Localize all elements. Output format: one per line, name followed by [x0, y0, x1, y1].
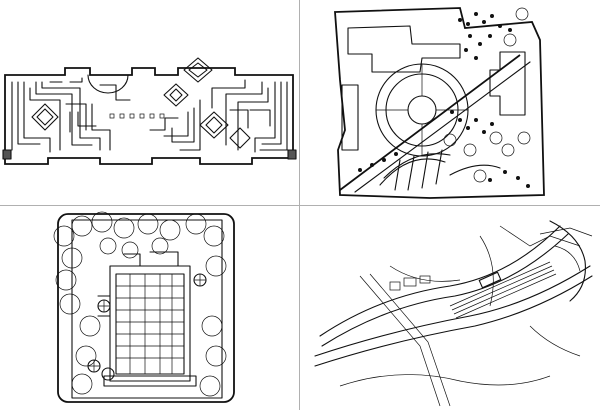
building-block-plan-drawing — [53, 211, 235, 403]
formal-garden-plan-panel[interactable] — [0, 0, 299, 205]
road-network-plan-panel[interactable] — [300, 206, 600, 410]
right-corner-block — [287, 149, 297, 160]
left-parterre-lines — [11, 77, 131, 153]
garden-outline — [4, 67, 294, 165]
central-plaza — [375, 63, 469, 157]
right-parterre-lines — [149, 79, 291, 153]
rail-yard — [449, 261, 557, 319]
site-boundary — [334, 7, 545, 199]
center-square-row — [109, 113, 165, 119]
tree-canopy-dots — [358, 12, 530, 188]
highway-north-parallel — [321, 233, 569, 347]
perimeter-trees — [53, 211, 227, 397]
central-building — [97, 251, 197, 387]
building-block-plan-panel[interactable] — [0, 206, 299, 410]
pavilion-diamonds — [31, 57, 251, 149]
highway-north — [319, 225, 561, 337]
tree-canopy-circles — [443, 7, 531, 183]
landscape-site-plan-panel[interactable] — [300, 0, 600, 205]
upper-building — [347, 25, 461, 73]
highway-south-parallel — [314, 275, 593, 367]
horizontal-divider — [0, 205, 600, 206]
highway-south — [314, 265, 591, 357]
left-building — [341, 84, 359, 151]
right-building — [489, 51, 526, 116]
central-semicircle — [87, 74, 129, 94]
tree-symbols — [87, 273, 207, 381]
road-network-plan-drawing — [314, 220, 593, 407]
inner-boundary — [71, 219, 223, 399]
landscape-site-plan-drawing — [334, 7, 545, 199]
secondary-roads — [339, 225, 581, 407]
formal-garden-plan-drawing — [2, 57, 297, 165]
interchange — [539, 220, 593, 302]
left-corner-block — [2, 149, 12, 160]
fan-terraces — [379, 149, 501, 191]
diagonal-promenade-edge — [354, 61, 531, 193]
small-blocks — [389, 275, 431, 291]
